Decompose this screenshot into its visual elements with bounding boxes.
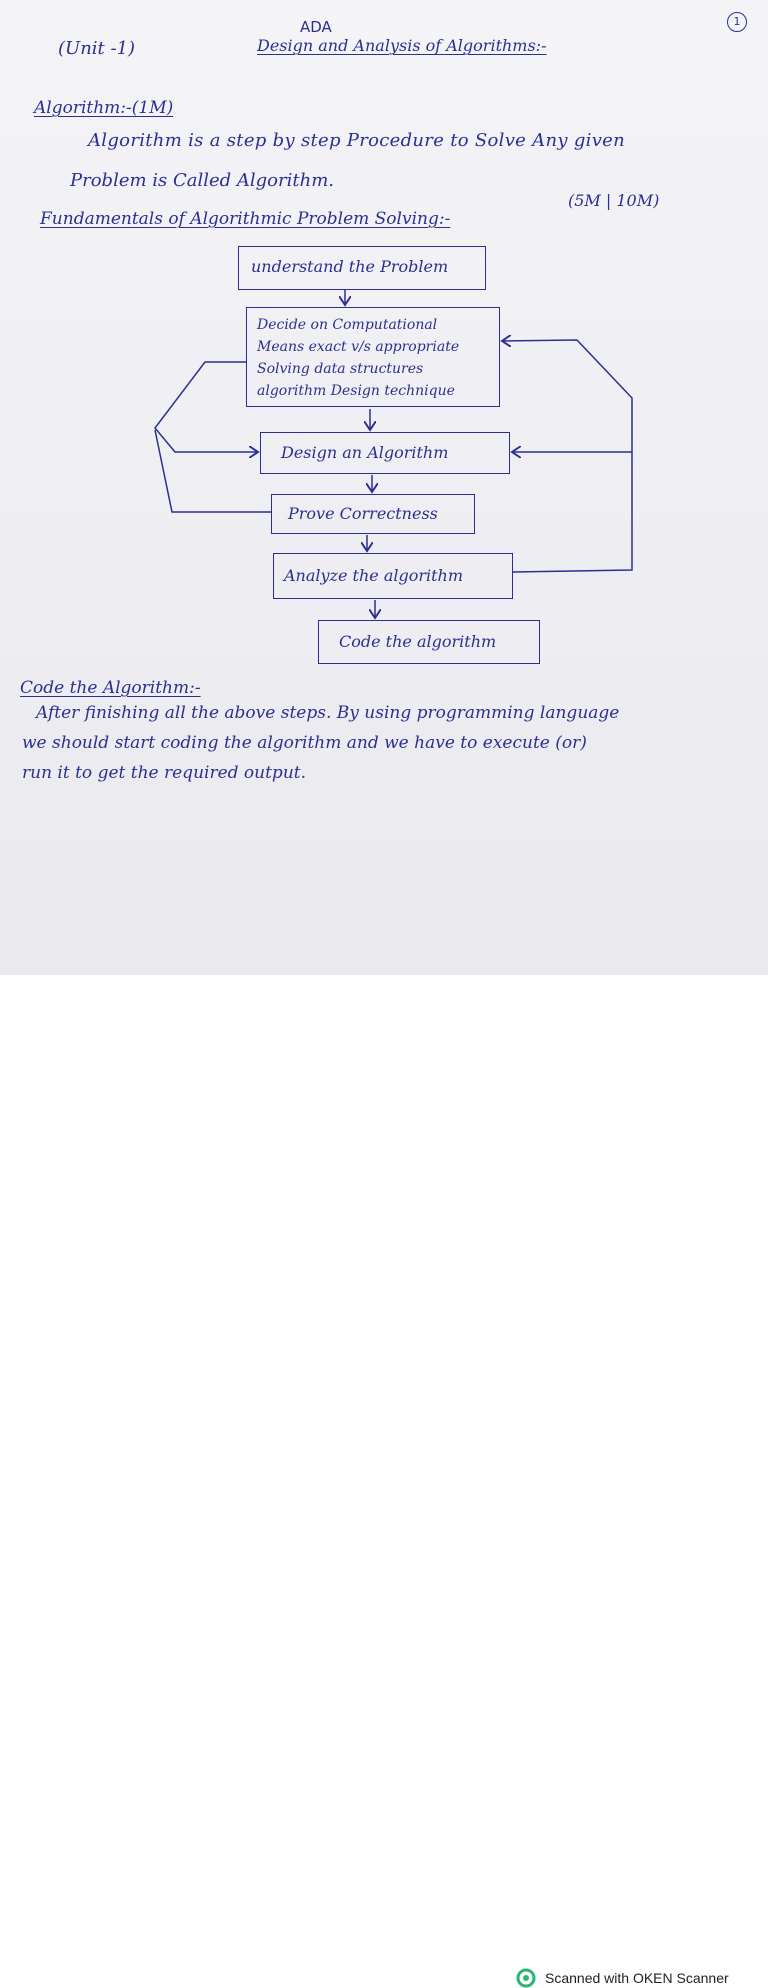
flow-step-understand: understand the Problem — [238, 246, 486, 290]
page-title: Design and Analysis of Algorithms:- — [257, 36, 547, 55]
flow-step-prove: Prove Correctness — [271, 494, 475, 534]
unit-label: (Unit -1) — [58, 38, 136, 59]
flow-step-decide-line-1: Decide on Computational — [257, 317, 438, 333]
flowchart-connectors — [154, 290, 633, 975]
definition-heading: Algorithm:-(1M) — [34, 98, 174, 118]
code-line-2: we should start coding the algorithm and… — [22, 733, 587, 753]
code-line-1: After finishing all the above steps. By … — [36, 703, 620, 723]
code-heading: Code the Algorithm:- — [20, 678, 201, 698]
scanner-logo-icon — [516, 1968, 536, 1988]
flow-step-decide-line-3: Solving data structures — [257, 361, 424, 377]
left-loop-prove — [154, 429, 271, 513]
notebook-page: (Unit -1) ADA Design and Analysis of Alg… — [0, 0, 768, 975]
flow-step-analyze: Analyze the algorithm — [273, 553, 513, 599]
page-number: 1 — [727, 12, 747, 32]
code-line-3: run it to get the required output. — [22, 763, 307, 783]
flow-step-code: Code the algorithm — [318, 620, 540, 664]
flow-step-code-label: Code the algorithm — [339, 632, 497, 651]
definition-line-2: Problem is Called Algorithm. — [70, 170, 334, 191]
scanner-text: Scanned with OKEN Scanner — [545, 1970, 729, 1986]
left-loop-decide — [154, 361, 258, 452]
fundamentals-marks: (5M | 10M) — [568, 191, 660, 210]
flow-step-understand-label: understand the Problem — [251, 257, 449, 276]
right-loop — [502, 340, 633, 573]
flow-step-decide-line-4: algorithm Design technique — [257, 383, 455, 399]
fundamentals-heading: Fundamentals of Algorithmic Problem Solv… — [40, 209, 451, 229]
definition-line-1: Algorithm is a step by step Procedure to… — [88, 130, 626, 151]
flow-step-decide-line-2: Means exact v/s appropriate — [257, 339, 460, 355]
flow-step-design-label: Design an Algorithm — [281, 443, 449, 462]
flow-step-prove-label: Prove Correctness — [288, 504, 438, 523]
flow-step-analyze-label: Analyze the algorithm — [284, 566, 464, 585]
subject-label: ADA — [300, 18, 332, 36]
flow-step-design: Design an Algorithm — [260, 432, 510, 474]
flow-step-decide: Decide on Computational Means exact v/s … — [246, 307, 500, 407]
scanner-footer: Scanned with OKEN Scanner — [0, 975, 768, 1988]
